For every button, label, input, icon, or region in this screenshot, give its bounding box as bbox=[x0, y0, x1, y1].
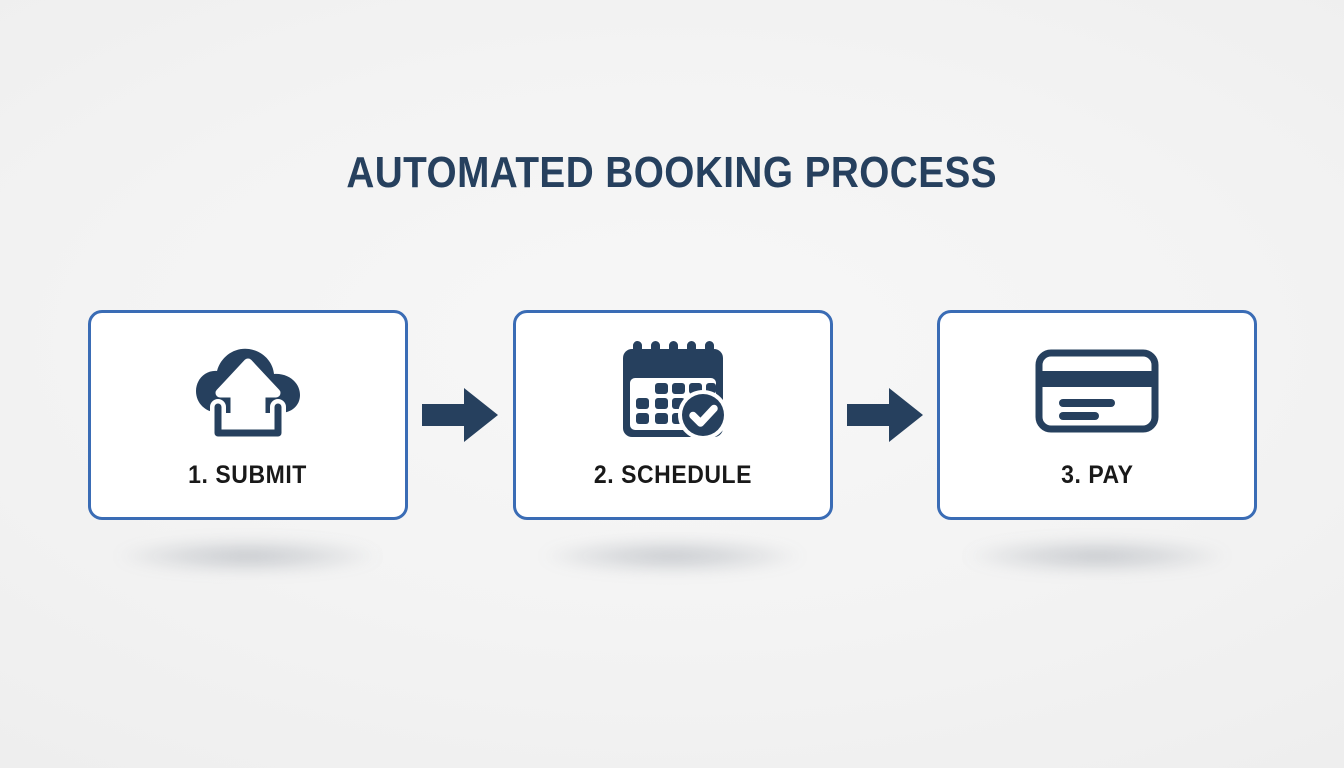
step-icon-slot bbox=[615, 339, 731, 448]
step-label-schedule: 2. SCHEDULE bbox=[593, 461, 752, 489]
arrow-right-icon bbox=[846, 386, 923, 444]
step-label-submit: 1. SUBMIT bbox=[188, 461, 308, 489]
step-icon-slot bbox=[1035, 341, 1159, 445]
page-title: AUTOMATED BOOKING PROCESS bbox=[346, 148, 998, 197]
calendar-check-icon bbox=[615, 339, 731, 448]
step-card-submit[interactable]: 1. SUBMIT bbox=[88, 310, 408, 520]
arrow-right-icon bbox=[422, 386, 499, 444]
step-card-pay[interactable]: 3. PAY bbox=[937, 310, 1257, 520]
credit-card-icon bbox=[1035, 347, 1159, 440]
process-flow: 1. SUBMIT bbox=[88, 310, 1257, 520]
page-title-container: AUTOMATED BOOKING PROCESS bbox=[0, 148, 1344, 198]
step-card-schedule[interactable]: 2. SCHEDULE bbox=[512, 310, 833, 520]
step-label-pay: 3. PAY bbox=[1060, 461, 1134, 489]
step-icon-slot bbox=[188, 341, 308, 445]
cloud-upload-icon bbox=[188, 341, 308, 446]
